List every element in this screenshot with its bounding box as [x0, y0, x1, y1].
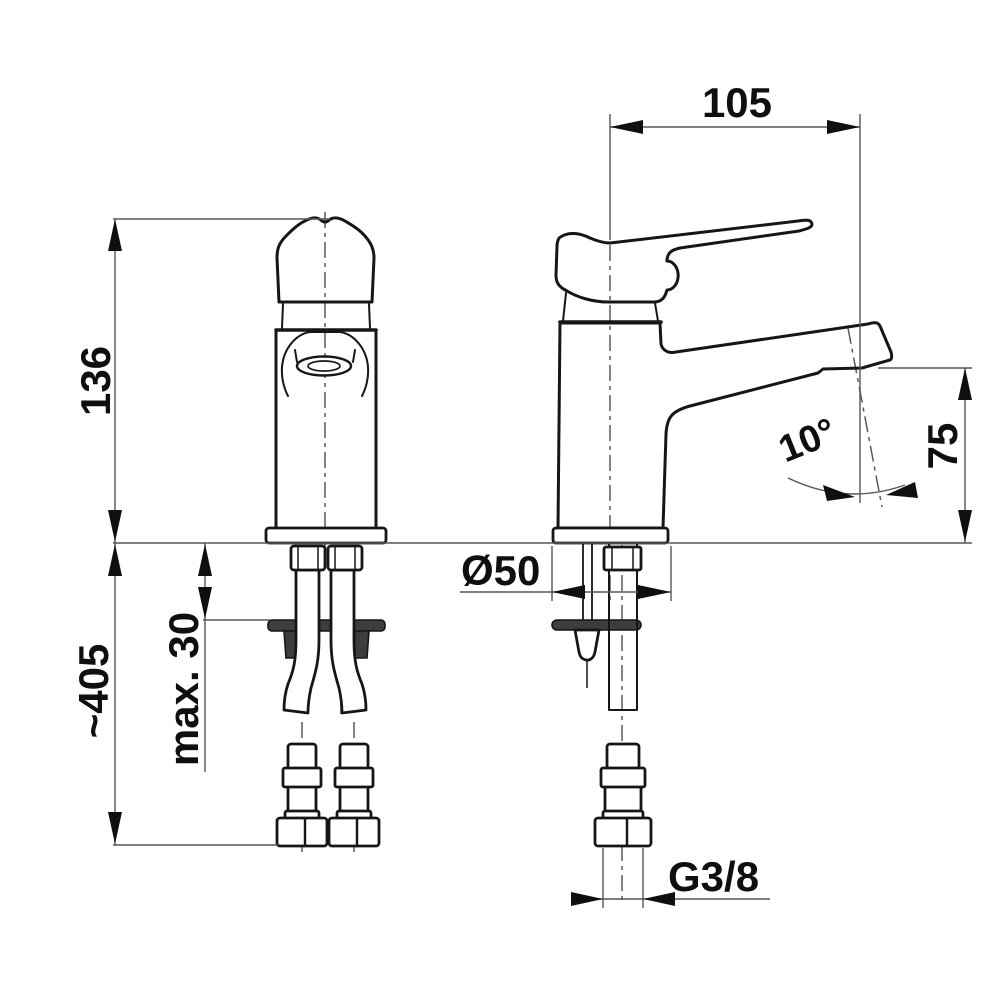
front-hex-facets: [297, 547, 356, 569]
front-aerator-outer: [295, 355, 353, 377]
side-body-and-spout: [556, 321, 894, 530]
dim-label-136: 136: [72, 346, 119, 416]
arrowhead-up: [958, 368, 972, 400]
side-view: [551, 218, 894, 905]
arrowhead-down: [958, 510, 972, 542]
connector-nut: [593, 816, 653, 848]
front-hex-right: [326, 544, 364, 572]
side-base-flange: [551, 526, 670, 545]
dimension-mounting-thickness: max. 30: [160, 543, 270, 772]
front-spout-shroud: [280, 331, 370, 397]
dimension-thread: G3/8: [571, 848, 770, 908]
side-tube-hex-facets: [611, 548, 634, 569]
connector-stub: [338, 742, 370, 772]
front-neck-left-edge: [281, 303, 284, 329]
front-neck-right-edge: [368, 303, 371, 329]
dimension-spout-angle: 10°: [773, 411, 918, 501]
dimension-hose-length: ~405: [70, 543, 278, 846]
connector-stub: [286, 742, 318, 772]
arrowhead-left: [552, 585, 585, 599]
side-neck-left-edge: [562, 292, 567, 322]
side-stud-nut: [573, 628, 601, 662]
side-neck-right-edge: [654, 302, 659, 322]
front-hose-left: [282, 568, 321, 715]
front-connector-right: [327, 742, 381, 848]
arrowhead-right: [643, 892, 675, 906]
arrowhead-left: [823, 485, 855, 501]
dimension-base-diameter: Ø50: [460, 546, 672, 601]
dim-label-105: 105: [702, 79, 772, 126]
arrowhead-up: [198, 544, 212, 576]
side-handle: [554, 218, 814, 304]
arrowhead-up: [108, 544, 122, 576]
arrowhead-up: [108, 219, 122, 251]
front-mounting-plate: [267, 619, 386, 632]
front-view: [264, 212, 388, 852]
spout-axis-line: [847, 327, 883, 508]
dim-label-d50: Ø50: [461, 547, 540, 594]
connector-collar: [333, 766, 375, 789]
dimension-spout-height: 75: [878, 367, 972, 543]
dim-label-10deg: 10°: [773, 411, 842, 471]
connector-stub: [605, 742, 641, 771]
dimension-spout-reach: 105: [609, 79, 861, 503]
arrowhead-right: [638, 585, 671, 599]
dim-label-405: ~405: [70, 644, 117, 739]
dim-label-g38: G3/8: [668, 853, 759, 900]
front-handle: [275, 216, 376, 304]
front-hex-left: [289, 544, 327, 572]
arrowhead-left: [610, 120, 643, 134]
connector-nut: [327, 816, 381, 848]
connector-collar: [599, 766, 647, 789]
arrowhead-down: [198, 587, 212, 619]
side-washer: [551, 619, 642, 631]
front-connector-left: [275, 742, 329, 848]
side-tube-hex: [602, 545, 643, 572]
arrowhead-down: [108, 510, 122, 542]
front-hose-right: [329, 568, 368, 715]
front-shroud-right-joint: [352, 349, 356, 363]
dim-label-75: 75: [919, 423, 966, 470]
arrowhead-right: [827, 120, 860, 134]
arrowhead-left: [571, 892, 603, 906]
dim-label-max30: max. 30: [160, 612, 207, 766]
front-aerator-inner: [307, 360, 341, 372]
front-base-flange: [264, 526, 388, 545]
front-shroud-left-joint: [294, 349, 298, 363]
connector-collar: [281, 766, 323, 789]
arrowhead-right: [886, 482, 918, 498]
angle-arc: [787, 477, 906, 495]
connector-nut: [275, 816, 329, 848]
side-connector: [593, 742, 653, 848]
dimension-total-height: 136: [72, 218, 330, 543]
arrowhead-down: [108, 812, 122, 844]
side-mounting-stud: [582, 543, 593, 620]
